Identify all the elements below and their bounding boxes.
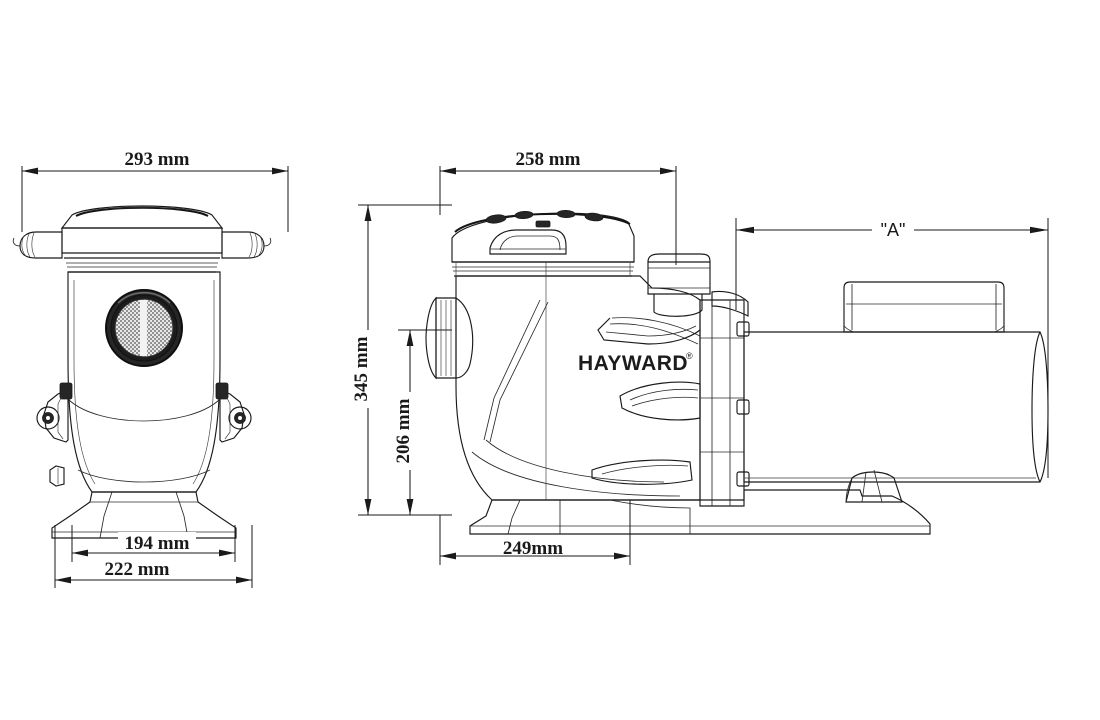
front-base — [51, 491, 237, 539]
side-discharge-port — [647, 253, 711, 317]
dimension-A — [735, 214, 1049, 478]
dimension-345mm — [356, 204, 452, 516]
side-base — [469, 469, 931, 535]
dimension-194mm — [71, 525, 236, 562]
dimension-label-206: 206 mm — [393, 398, 414, 463]
dimension-293mm — [21, 148, 289, 232]
side-pump-body — [455, 275, 701, 501]
dimension-label-249-top: 249mm — [503, 538, 563, 559]
front-drain-plug — [49, 465, 65, 487]
dimension-label-222: 222 mm — [105, 559, 170, 580]
dimension-label-A: "A" — [881, 220, 906, 240]
side-junction-box — [843, 281, 1005, 333]
front-right-clamp — [215, 382, 252, 443]
hayward-logo: HAYWARD ® — [576, 351, 693, 375]
front-lid-assembly — [12, 205, 272, 273]
side-lid-assembly — [451, 209, 635, 277]
dimension-258mm — [439, 148, 677, 265]
dimension-label-258: 258 mm — [516, 149, 581, 170]
side-motor-housing — [743, 331, 1049, 483]
dimension-206mm — [398, 329, 452, 515]
hayward-wordmark: HAYWARD — [578, 352, 688, 375]
front-view — [12, 148, 289, 588]
front-sight-window — [105, 289, 183, 367]
dimension-label-194: 194 mm — [125, 533, 190, 554]
dimension-label-293: 293 mm — [125, 149, 190, 170]
dimension-249mm: 249mm — [439, 500, 631, 565]
front-left-clamp — [36, 382, 73, 443]
side-seal-plate — [699, 290, 750, 507]
side-suction-port — [425, 296, 474, 380]
dimension-222mm — [54, 525, 253, 588]
dimension-label-345: 345 mm — [351, 336, 372, 401]
side-view — [356, 148, 1049, 535]
registered-trademark-icon: ® — [686, 351, 693, 361]
